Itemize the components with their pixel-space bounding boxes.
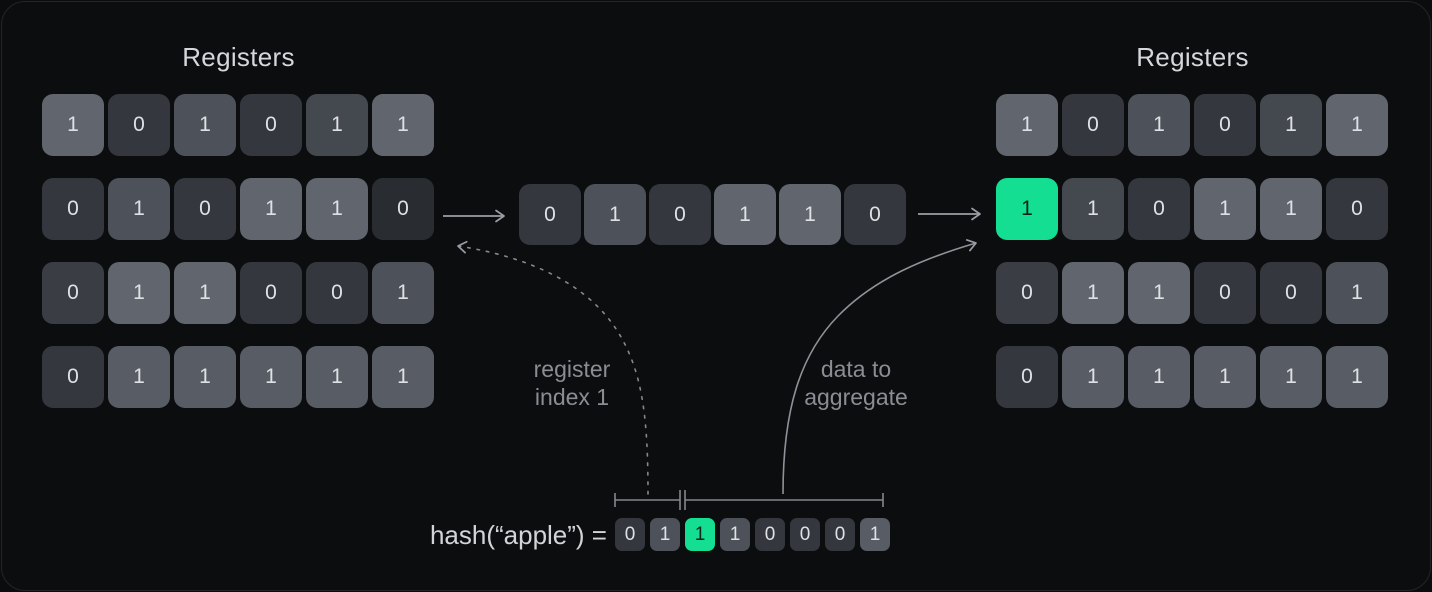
right-register-cell: 1 — [1326, 94, 1388, 156]
left-register-cell: 1 — [372, 346, 434, 408]
left-register-cell: 0 — [174, 178, 236, 240]
middle-register-cell: 0 — [519, 184, 581, 245]
right-register-cell: 1 — [1326, 262, 1388, 324]
hash-bit-cell: 1 — [860, 518, 890, 551]
data-to-aggregate-label: data to aggregate — [804, 355, 908, 411]
left-register-cell: 0 — [42, 262, 104, 324]
right-register-cell: 1 — [1062, 346, 1124, 408]
left-register-cell: 0 — [42, 178, 104, 240]
data-to-aggregate-label-line1: data to — [820, 356, 892, 382]
right-register-cell: 1 — [1260, 178, 1322, 240]
hash-bit-cell: 0 — [790, 518, 820, 551]
data-to-aggregate-label-line2: aggregate — [804, 384, 908, 410]
left-register-cell: 1 — [240, 178, 302, 240]
left-register-cell: 1 — [372, 262, 434, 324]
right-registers-title: Registers — [1136, 42, 1249, 72]
right-register-cell: 1 — [1128, 262, 1190, 324]
right-register-cell: 0 — [996, 262, 1058, 324]
middle-register-cell: 0 — [649, 184, 711, 245]
left-register-cell: 1 — [174, 262, 236, 324]
left-register-cell: 1 — [174, 346, 236, 408]
right-register-cell: 0 — [1260, 262, 1322, 324]
right-register-cell: 0 — [1194, 262, 1256, 324]
register-index-label: register index 1 — [534, 355, 611, 411]
left-register-cell: 1 — [108, 178, 170, 240]
right-register-cell: 1 — [1062, 178, 1124, 240]
right-register-cell: 1 — [1260, 94, 1322, 156]
right-register-cell: 1 — [996, 178, 1058, 240]
right-register-cell: 1 — [1194, 346, 1256, 408]
right-register-cell: 0 — [1194, 94, 1256, 156]
left-register-cell: 1 — [306, 178, 368, 240]
middle-register-cell: 1 — [779, 184, 841, 245]
left-register-cell: 0 — [240, 94, 302, 156]
right-register-cell: 0 — [1128, 178, 1190, 240]
hash-bit-cell: 0 — [615, 518, 645, 551]
right-register-cell: 1 — [1062, 262, 1124, 324]
hash-expression: hash(“apple”) = — [429, 520, 607, 550]
middle-register-cell: 1 — [714, 184, 776, 245]
hash-bit-cell: 0 — [755, 518, 785, 551]
right-register-cell: 1 — [1326, 346, 1388, 408]
right-register-cell: 0 — [1326, 178, 1388, 240]
right-register-cell: 1 — [1260, 346, 1322, 408]
right-register-cell: 1 — [1128, 94, 1190, 156]
left-register-cell: 0 — [108, 94, 170, 156]
left-register-cell: 1 — [306, 346, 368, 408]
left-register-cell: 1 — [240, 346, 302, 408]
register-index-label-line2: index 1 — [534, 384, 610, 410]
register-index-label-line1: register — [533, 356, 611, 382]
left-register-cell: 1 — [42, 94, 104, 156]
hash-bit-cell: 1 — [720, 518, 750, 551]
left-register-cell: 1 — [108, 262, 170, 324]
hash-bit-cell: 1 — [685, 518, 715, 551]
right-register-cell: 0 — [1062, 94, 1124, 156]
left-register-cell: 0 — [306, 262, 368, 324]
middle-register-cell: 0 — [844, 184, 906, 245]
right-register-cell: 0 — [996, 346, 1058, 408]
left-register-cell: 1 — [306, 94, 368, 156]
right-register-cell: 1 — [1194, 178, 1256, 240]
left-register-cell: 0 — [372, 178, 434, 240]
left-register-cell: 0 — [42, 346, 104, 408]
hash-bit-cell: 0 — [825, 518, 855, 551]
middle-register-cell: 1 — [584, 184, 646, 245]
left-register-cell: 1 — [108, 346, 170, 408]
left-registers-title: Registers — [182, 42, 295, 72]
left-register-cell: 1 — [372, 94, 434, 156]
hash-bit-cell: 1 — [650, 518, 680, 551]
left-register-cell: 1 — [174, 94, 236, 156]
right-register-cell: 1 — [1128, 346, 1190, 408]
left-register-cell: 0 — [240, 262, 302, 324]
right-register-cell: 1 — [996, 94, 1058, 156]
